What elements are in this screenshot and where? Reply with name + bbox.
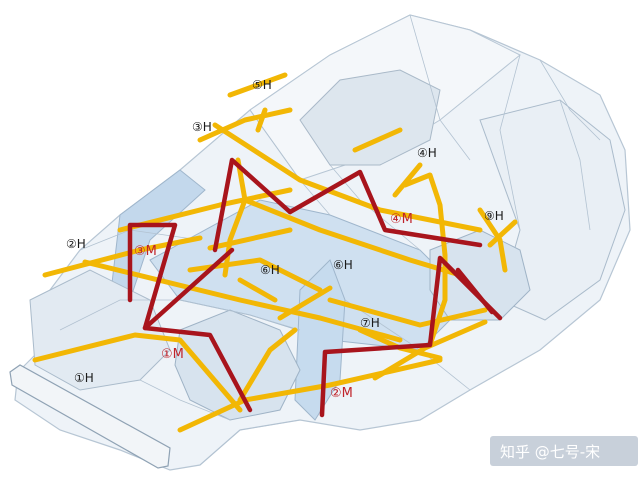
- label-4m: ④M: [390, 212, 413, 227]
- label-2m: ②M: [330, 386, 353, 401]
- label-3h: ③H: [192, 120, 212, 134]
- yellow-path-h4: [392, 162, 423, 198]
- yellow-path-front-cross: [117, 187, 293, 233]
- yellow-path-rear-floor: [327, 297, 488, 328]
- yellow-path-roof-cross: [212, 122, 483, 233]
- rear-inner-panel: [299, 69, 441, 166]
- label-5h: ⑤H: [252, 78, 272, 92]
- yellow-path-front-pillar: [237, 327, 298, 403]
- rear-wheelhouse: [429, 229, 531, 321]
- red-path-rear-diag: [455, 267, 495, 315]
- yellow-path-h6-left: [237, 277, 278, 303]
- front-wheelhouse: [174, 309, 301, 421]
- yellow-path-h5-short: [255, 107, 268, 133]
- yellow-path-roof-rail: [227, 72, 288, 98]
- label-2h: ②H: [66, 237, 86, 251]
- yellow-path-a-pillar-down: [222, 157, 248, 278]
- watermark-text: 知乎 @七号-宋: [500, 443, 600, 461]
- yellow-path-roof-upper: [352, 127, 403, 153]
- yellow-path-front-rail: [32, 332, 243, 413]
- yellow-path-b-pillar: [402, 172, 448, 348]
- yellow-path-h9: [487, 219, 518, 248]
- label-7h: ⑦H: [360, 316, 380, 330]
- m-labels: ①M ②M ③M ④M: [134, 212, 413, 401]
- h-labels: ①H ②H ③H ④H ⑤H ⑥H ⑥H ⑦H ⑨H: [66, 78, 504, 385]
- watermark-backing: [490, 436, 638, 466]
- red-path-m1: [127, 222, 253, 413]
- yellow-load-paths: [32, 72, 518, 433]
- red-path-m3-upper: [212, 157, 293, 253]
- label-6h-left: ⑥H: [260, 263, 280, 277]
- red-path-m2: [319, 255, 503, 418]
- red-path-m4: [287, 169, 483, 248]
- red-path-m3-lower: [142, 247, 235, 331]
- label-4h: ④H: [417, 146, 437, 160]
- label-3m: ③M: [134, 244, 157, 259]
- label-9h: ⑨H: [484, 209, 504, 223]
- yellow-path-cross-middle: [242, 197, 463, 278]
- yellow-path-c-pillar: [477, 207, 508, 273]
- yellow-path-rear-low: [372, 319, 488, 381]
- label-6h-right: ⑥H: [333, 258, 353, 272]
- label-1h: ①H: [74, 371, 94, 385]
- yellow-path-floor-cross-2: [207, 227, 293, 251]
- yellow-path-h6-middle: [277, 285, 333, 321]
- red-load-paths: [127, 157, 503, 418]
- front-bumper: [9, 364, 171, 469]
- yellow-path-front-h2: [42, 235, 203, 278]
- label-1m: ①M: [161, 347, 184, 362]
- yellow-path-a-pillar: [197, 107, 293, 143]
